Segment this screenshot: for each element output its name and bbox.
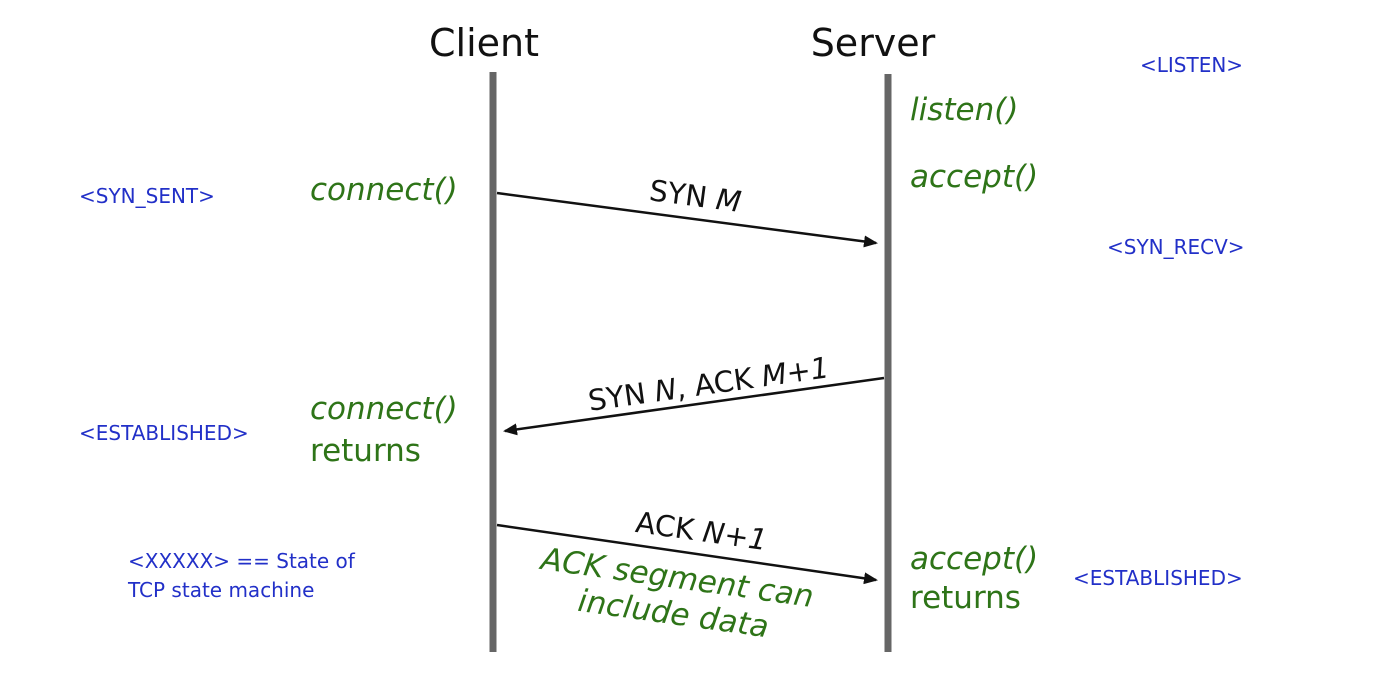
legend-line1: <XXXXX> == State of (128, 549, 356, 573)
call-connect-returns: connect() (310, 391, 458, 427)
state-syn-sent: <SYN_SENT> (79, 184, 215, 208)
call-accept-returns: accept() (910, 541, 1038, 577)
call-listen: listen() (910, 92, 1018, 128)
client-header: Client (429, 21, 539, 65)
call-connect: connect() (310, 172, 458, 208)
state-syn-recv: <SYN_RECV> (1107, 235, 1245, 259)
call-connect-returns-word: returns (310, 433, 421, 469)
syn-label: SYN M (647, 173, 743, 219)
legend-line2: TCP state machine (127, 578, 314, 602)
ack-arrow (496, 523, 878, 585)
syn-arrow (496, 191, 878, 248)
state-client-established: <ESTABLISHED> (79, 421, 249, 445)
call-accept-returns-word: returns (910, 580, 1021, 616)
ack-label: ACK N+1 (634, 505, 770, 557)
server-header: Server (811, 21, 936, 65)
state-listen: <LISTEN> (1140, 53, 1243, 77)
synack-label: SYN N, ACK M+1 (586, 350, 831, 417)
synack-arrow (503, 376, 885, 436)
state-server-established: <ESTABLISHED> (1073, 566, 1243, 590)
call-accept: accept() (910, 159, 1038, 195)
